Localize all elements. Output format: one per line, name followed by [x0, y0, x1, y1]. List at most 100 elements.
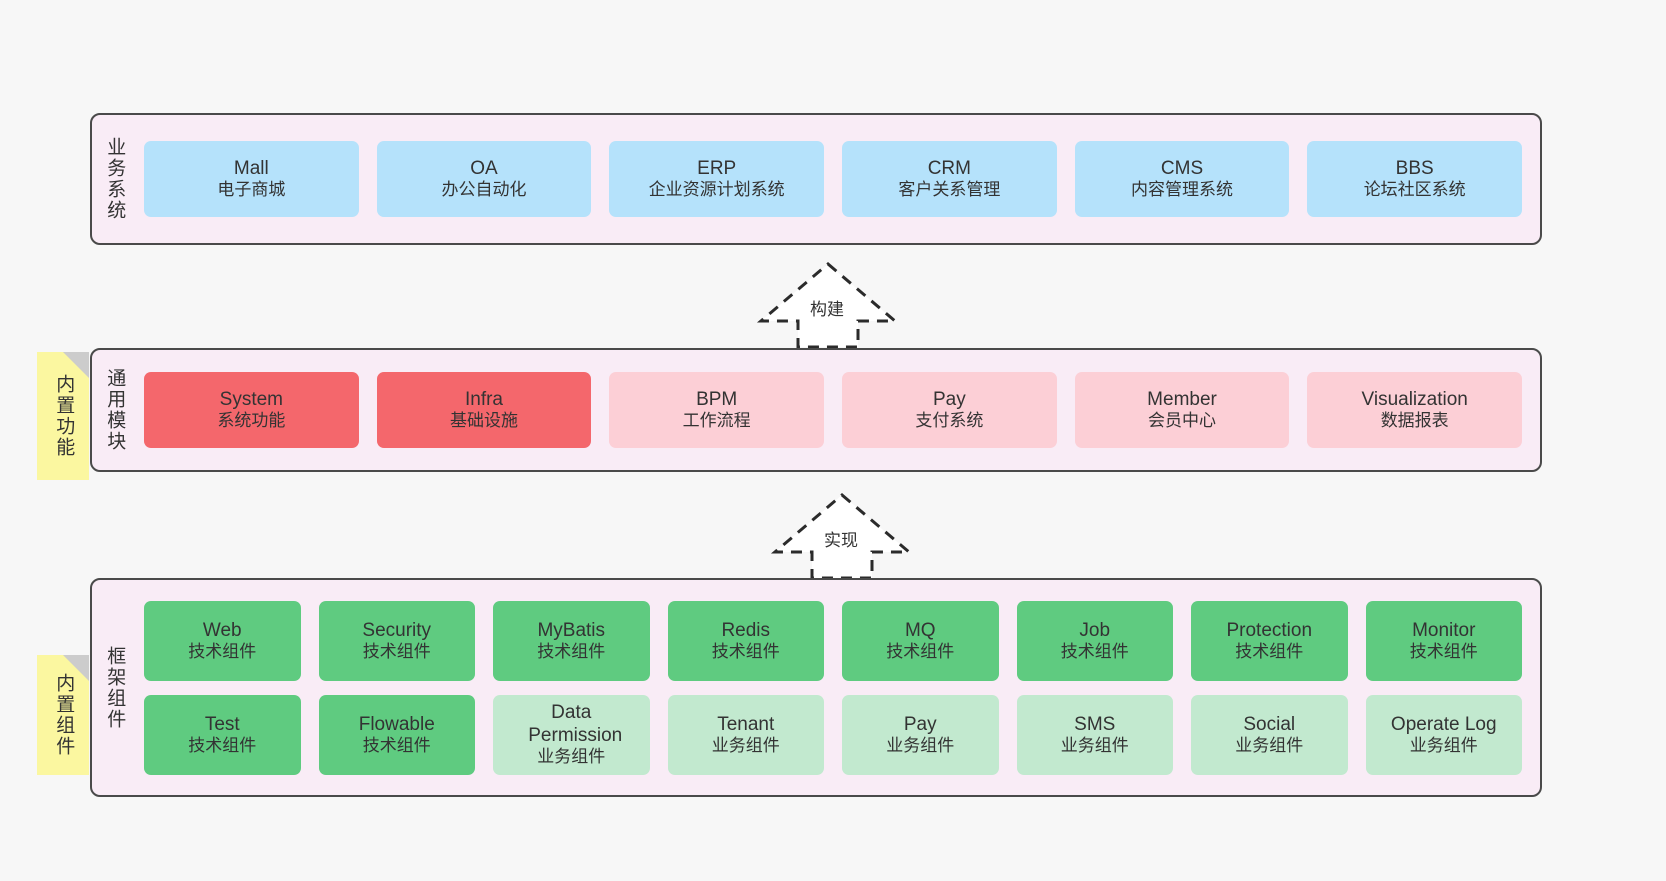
- sticky-note-builtin-features-label: 内置功能: [53, 374, 75, 458]
- node-member[interactable]: Member 会员中心: [1074, 372, 1290, 448]
- node-sms[interactable]: SMS 业务组件: [1016, 694, 1173, 775]
- node-security-name: Security: [362, 619, 432, 641]
- node-visualization[interactable]: Visualization 数据报表: [1307, 372, 1523, 448]
- node-pay-component[interactable]: Pay 业务组件: [842, 694, 999, 775]
- node-job-desc: 技术组件: [1060, 641, 1129, 661]
- node-visualization-desc: 数据报表: [1380, 411, 1449, 431]
- node-bbs-desc: 论坛社区系统: [1363, 180, 1466, 200]
- business-node-row: Mall 电子商城 OA 办公自动化 ERP 企业资源计划系统 CRM 客户关系…: [144, 141, 1523, 217]
- node-tenant-desc: 业务组件: [711, 735, 780, 755]
- node-cms-name: CMS: [1160, 158, 1204, 180]
- layer-business-system: 业务系统 Mall 电子商城 OA 办公自动化 ERP 企业资源计划系统 CRM: [90, 113, 1542, 245]
- node-test-desc: 技术组件: [188, 735, 257, 755]
- node-monitor[interactable]: Monitor 技术组件: [1365, 600, 1522, 681]
- framework-node-row-2: Test 技术组件 Flowable 技术组件 Data Permission …: [144, 694, 1522, 775]
- node-bpm-desc: 工作流程: [682, 411, 751, 431]
- node-sms-desc: 业务组件: [1060, 735, 1129, 755]
- node-visualization-name: Visualization: [1361, 389, 1468, 411]
- node-redis-desc: 技术组件: [711, 641, 780, 661]
- arrow-implement-label: 实现: [824, 531, 858, 550]
- layer-common-module-label: 通用模块: [104, 368, 126, 452]
- node-bbs-name: BBS: [1395, 158, 1434, 180]
- sticky-fold-corner-icon: [63, 655, 89, 681]
- sticky-note-builtin-features: 内置功能: [37, 352, 89, 480]
- node-operate-log-name: Operate Log: [1390, 713, 1497, 735]
- node-crm[interactable]: CRM 客户关系管理: [842, 141, 1057, 217]
- arrow-build: 构建: [756, 261, 900, 349]
- node-protection[interactable]: Protection 技术组件: [1191, 600, 1348, 681]
- node-operate-log-desc: 业务组件: [1409, 735, 1478, 755]
- node-tenant[interactable]: Tenant 业务组件: [667, 694, 824, 775]
- node-redis-name: Redis: [721, 619, 771, 641]
- node-social[interactable]: Social 业务组件: [1191, 694, 1348, 775]
- node-data-permission-name: Data Permission: [528, 701, 623, 747]
- node-security-desc: 技术组件: [362, 641, 431, 661]
- node-sms-name: SMS: [1074, 713, 1116, 735]
- node-oa-name: OA: [470, 158, 498, 180]
- node-redis[interactable]: Redis 技术组件: [667, 600, 824, 681]
- node-erp-name: ERP: [697, 158, 737, 180]
- node-flowable[interactable]: Flowable 技术组件: [318, 694, 475, 775]
- node-web[interactable]: Web 技术组件: [144, 600, 301, 681]
- sticky-note-builtin-components: 内置组件: [37, 655, 89, 775]
- node-pay-module-desc: 支付系统: [915, 411, 984, 431]
- node-bpm-name: BPM: [696, 389, 738, 411]
- arrow-implement: 实现: [770, 492, 914, 580]
- node-infra[interactable]: Infra 基础设施: [376, 372, 592, 448]
- node-oa-desc: 办公自动化: [441, 180, 527, 200]
- node-web-name: Web: [202, 619, 242, 641]
- node-mall[interactable]: Mall 电子商城: [144, 141, 359, 217]
- layer-framework-component-body: Web 技术组件 Security 技术组件 MyBatis 技术组件 Redi…: [136, 580, 1540, 795]
- node-bbs[interactable]: BBS 论坛社区系统: [1307, 141, 1523, 217]
- node-crm-name: CRM: [927, 158, 971, 180]
- node-web-desc: 技术组件: [188, 641, 257, 661]
- node-system-desc: 系统功能: [217, 411, 286, 431]
- node-job-name: Job: [1079, 619, 1111, 641]
- node-pay-component-name: Pay: [903, 713, 937, 735]
- sticky-fold-corner-icon: [63, 352, 89, 378]
- node-mq[interactable]: MQ 技术组件: [842, 600, 999, 681]
- node-security[interactable]: Security 技术组件: [318, 600, 475, 681]
- node-mybatis-name: MyBatis: [537, 619, 606, 641]
- node-oa[interactable]: OA 办公自动化: [376, 141, 592, 217]
- node-mall-desc: 电子商城: [217, 180, 286, 200]
- node-pay-module-name: Pay: [932, 389, 966, 411]
- node-pay-module[interactable]: Pay 支付系统: [842, 372, 1057, 448]
- sticky-note-builtin-components-label: 内置组件: [53, 673, 75, 757]
- node-social-name: Social: [1243, 713, 1296, 735]
- node-mybatis[interactable]: MyBatis 技术组件: [493, 600, 650, 681]
- node-job[interactable]: Job 技术组件: [1016, 600, 1173, 681]
- common-node-row: System 系统功能 Infra 基础设施 BPM 工作流程 Pay 支付系统…: [144, 372, 1523, 448]
- node-operate-log[interactable]: Operate Log 业务组件: [1365, 694, 1522, 775]
- layer-business-system-label: 业务系统: [104, 137, 126, 221]
- node-mq-name: MQ: [904, 619, 936, 641]
- node-mq-desc: 技术组件: [886, 641, 955, 661]
- arrow-build-shape: [756, 262, 900, 349]
- node-erp-desc: 企业资源计划系统: [648, 180, 785, 200]
- node-monitor-name: Monitor: [1412, 619, 1476, 641]
- layer-common-module-body: System 系统功能 Infra 基础设施 BPM 工作流程 Pay 支付系统…: [136, 350, 1540, 470]
- node-tenant-name: Tenant: [717, 713, 775, 735]
- node-cms-desc: 内容管理系统: [1131, 180, 1234, 200]
- node-erp[interactable]: ERP 企业资源计划系统: [609, 141, 825, 217]
- node-member-name: Member: [1147, 389, 1217, 411]
- node-test[interactable]: Test 技术组件: [144, 694, 301, 775]
- node-system[interactable]: System 系统功能: [144, 372, 359, 448]
- layer-framework-component: 框架组件 Web 技术组件 Security 技术组件 MyBatis 技术组件…: [90, 578, 1542, 797]
- framework-node-row-1: Web 技术组件 Security 技术组件 MyBatis 技术组件 Redi…: [144, 600, 1522, 681]
- node-flowable-name: Flowable: [358, 713, 435, 735]
- node-test-name: Test: [204, 713, 240, 735]
- node-protection-desc: 技术组件: [1235, 641, 1304, 661]
- node-protection-name: Protection: [1226, 619, 1313, 641]
- node-data-permission[interactable]: Data Permission 业务组件: [493, 694, 650, 775]
- node-member-desc: 会员中心: [1148, 411, 1217, 431]
- node-data-permission-desc: 业务组件: [537, 747, 606, 767]
- node-system-name: System: [219, 389, 284, 411]
- node-cms[interactable]: CMS 内容管理系统: [1074, 141, 1290, 217]
- node-mall-name: Mall: [233, 158, 269, 180]
- node-bpm[interactable]: BPM 工作流程: [609, 372, 825, 448]
- node-pay-component-desc: 业务组件: [886, 735, 955, 755]
- layer-framework-component-label: 框架组件: [104, 645, 126, 730]
- node-crm-desc: 客户关系管理: [898, 180, 1001, 200]
